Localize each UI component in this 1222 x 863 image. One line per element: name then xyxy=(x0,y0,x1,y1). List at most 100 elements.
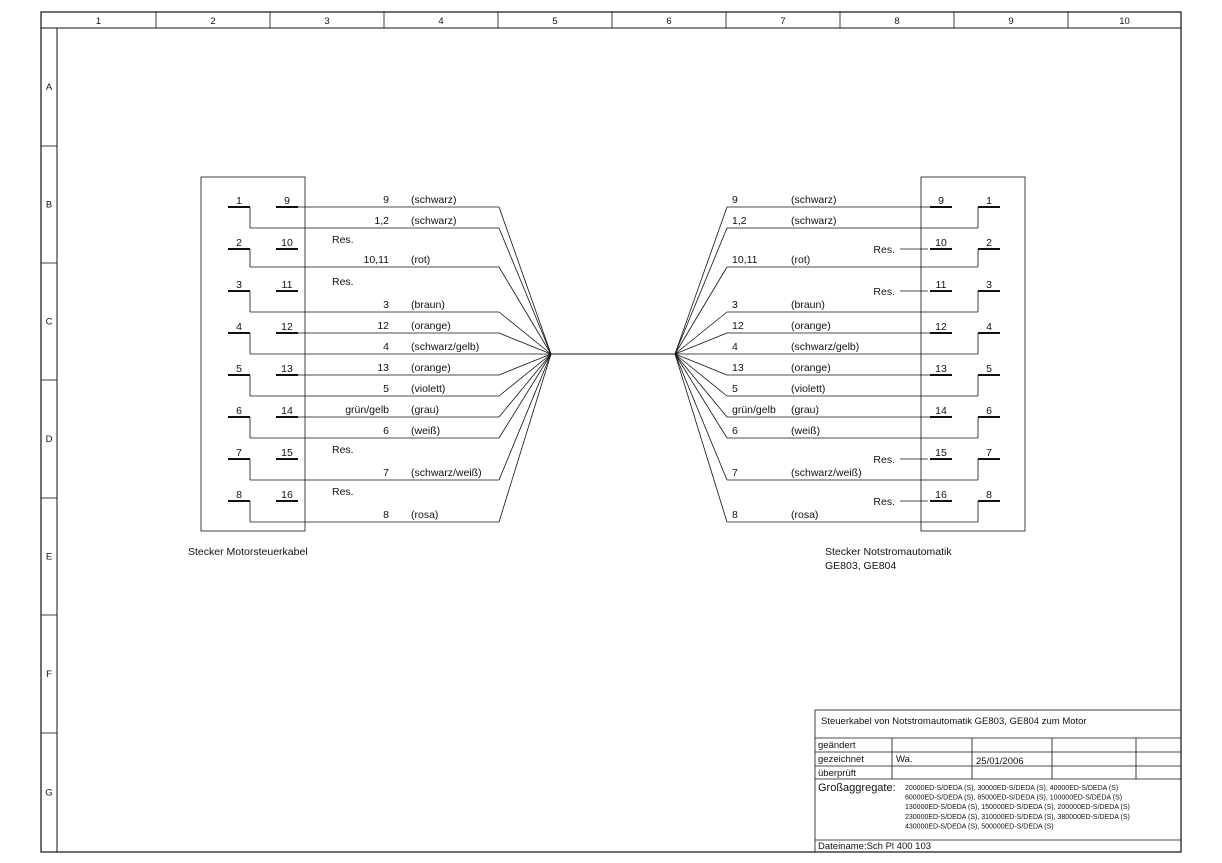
wire-number: 4 xyxy=(732,341,738,353)
pin-number: 11 xyxy=(936,279,947,291)
wire-number: 6 xyxy=(732,425,738,437)
wire-color: (schwarz) xyxy=(411,215,457,227)
wire-fan-line xyxy=(498,353,552,376)
wire-number: 8 xyxy=(732,509,738,521)
drawing-title: Steuerkabel von Notstromautomatik GE803,… xyxy=(821,716,1087,727)
left-connector-caption: Stecker Motorsteuerkabel xyxy=(188,546,308,558)
wire-number: 7 xyxy=(383,467,389,479)
aggregate-label: Großaggregate: xyxy=(818,782,896,794)
wire-color: (braun) xyxy=(411,299,445,311)
pin-number: 1 xyxy=(986,195,992,207)
reserve-label: Res. xyxy=(873,286,895,298)
reserve-label: Res. xyxy=(332,276,354,288)
pin-number: 4 xyxy=(236,321,242,333)
wire-fan-line xyxy=(498,353,552,481)
ueberprueft-label: überprüft xyxy=(818,768,856,779)
pin-number: 14 xyxy=(935,405,947,417)
wire-fan-line xyxy=(674,311,728,355)
wire-number: 9 xyxy=(732,194,738,206)
wire-color: (violett) xyxy=(791,383,825,395)
wire-color: (weiß) xyxy=(791,425,820,437)
wire-fan-line xyxy=(674,206,728,355)
pin-number: 3 xyxy=(986,279,992,291)
reserve-label: Res. xyxy=(873,244,895,256)
row-label: F xyxy=(46,669,52,680)
geaendert-label: geändert xyxy=(818,740,856,751)
title-block xyxy=(814,709,1182,853)
wire-color: (rosa) xyxy=(791,509,818,521)
pin-number: 15 xyxy=(281,447,293,459)
pin-number: 13 xyxy=(281,363,293,375)
right-connector-caption-1: Stecker Notstromautomatik xyxy=(825,546,952,558)
pin-number: 10 xyxy=(935,237,947,249)
row-label: A xyxy=(46,82,53,93)
wire-color: (grau) xyxy=(791,404,819,416)
pin-number: 15 xyxy=(935,447,947,459)
pin-number: 9 xyxy=(938,195,944,207)
wire-color: (orange) xyxy=(411,362,451,374)
pin-number: 4 xyxy=(986,321,992,333)
wire-number: 13 xyxy=(732,362,744,374)
pin-number: 16 xyxy=(935,489,947,501)
pin-number: 13 xyxy=(935,363,947,375)
column-label: 3 xyxy=(324,16,329,27)
pin-number: 2 xyxy=(236,237,242,249)
column-label: 7 xyxy=(780,16,785,27)
pin-number: 6 xyxy=(236,405,242,417)
wire-number: 5 xyxy=(732,383,738,395)
row-label: E xyxy=(46,552,52,563)
column-label: 10 xyxy=(1119,16,1130,27)
column-label: 2 xyxy=(210,16,215,27)
column-label: 5 xyxy=(552,16,557,27)
reserve-label: Res. xyxy=(873,496,895,508)
aggregate-list: 20000ED-S/DEDA (S), 30000ED-S/DEDA (S), … xyxy=(905,785,1130,830)
column-label: 6 xyxy=(666,16,671,27)
column-label: 4 xyxy=(438,16,443,27)
row-label: D xyxy=(46,434,53,445)
wire-fan-line xyxy=(498,353,552,523)
pin-number: 6 xyxy=(986,405,992,417)
wire-fan-line xyxy=(498,266,552,355)
wire-fan-line xyxy=(674,353,728,523)
wire-number: 5 xyxy=(383,383,389,395)
wire-color: (braun) xyxy=(791,299,825,311)
pin-number: 2 xyxy=(986,237,992,249)
aggregate-line: 20000ED-S/DEDA (S), 30000ED-S/DEDA (S), … xyxy=(905,785,1118,792)
row-label: C xyxy=(46,317,53,328)
pin-number: 10 xyxy=(281,237,293,249)
aggregate-line: 60000ED-S/DEDA (S), 85000ED-S/DEDA (S), … xyxy=(905,795,1122,802)
wire-number: 8 xyxy=(383,509,389,521)
drawing-frame xyxy=(40,11,1182,853)
gezeichnet-date: 25/01/2006 xyxy=(976,756,1024,767)
pin-number: 7 xyxy=(986,447,992,459)
wire-fan-line xyxy=(674,353,728,481)
wire-number: 12 xyxy=(732,320,744,332)
wire-color: (schwarz) xyxy=(411,194,457,206)
reserve-label: Res. xyxy=(332,486,354,498)
wire-color: (orange) xyxy=(791,320,831,332)
pin-number: 8 xyxy=(236,489,242,501)
reserve-label: Res. xyxy=(332,234,354,246)
wire-number: 3 xyxy=(732,299,738,311)
wire-color: (schwarz/gelb) xyxy=(791,341,859,353)
filename-label: Dateiname:Sch Pl 400 103 xyxy=(818,841,931,852)
wire-color: (schwarz) xyxy=(791,215,837,227)
wire-fan-line xyxy=(498,311,552,355)
wire-fan-line xyxy=(674,332,728,355)
column-label: 9 xyxy=(1008,16,1013,27)
wire-number: 1,2 xyxy=(732,215,747,227)
wire-number: grün/gelb xyxy=(732,404,776,416)
wire-number: grün/gelb xyxy=(345,404,389,416)
wire-fan-line xyxy=(674,227,728,355)
wire-color: (violett) xyxy=(411,383,445,395)
wire-color: (schwarz) xyxy=(791,194,837,206)
wire-color: (rot) xyxy=(791,254,810,266)
wire-number: 13 xyxy=(377,362,389,374)
gezeichnet-label: gezeichnet xyxy=(818,754,864,765)
wire-number: 7 xyxy=(732,467,738,479)
wire-color: (weiß) xyxy=(411,425,440,437)
pin-number: 16 xyxy=(281,489,293,501)
wire-number: 3 xyxy=(383,299,389,311)
